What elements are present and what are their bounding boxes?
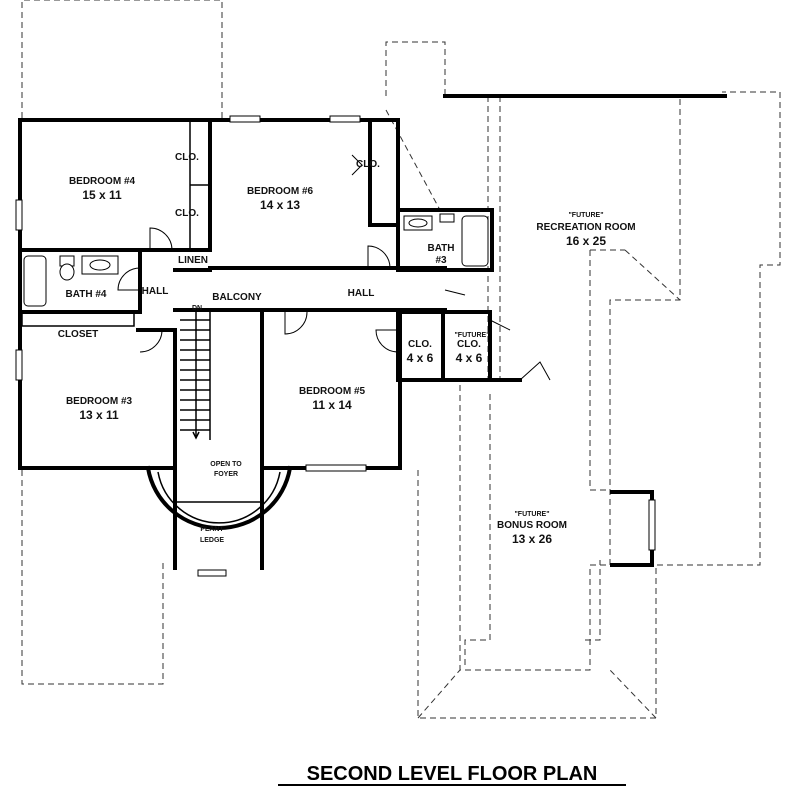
bedroom-6-size: 14 x 13 <box>260 198 300 212</box>
bath-3-name: BATH <box>427 243 454 254</box>
plant-ledge: PLANT LEDGE <box>200 526 224 544</box>
doors <box>117 154 551 381</box>
hall-right-label: HALL <box>348 288 375 299</box>
closet-left: CLO. 4 x 6 <box>407 339 434 365</box>
closet-right-future: "FUTURE" <box>454 332 489 339</box>
fixtures <box>23 213 489 307</box>
linen-label: LINEN <box>178 255 208 266</box>
recreation-name: RECREATION ROOM <box>536 222 635 233</box>
bedroom-5-name: BEDROOM #5 <box>299 386 366 397</box>
room-bedroom-4: BEDROOM #4 15 x 11 <box>69 176 136 202</box>
hall-left-label: HALL <box>142 286 169 297</box>
bedroom-5-size: 11 x 14 <box>312 398 352 412</box>
recreation-future: "FUTURE" <box>568 212 603 219</box>
roof-outlines <box>21 0 781 719</box>
closet-right-name: CLO. <box>457 339 481 350</box>
room-recreation: "FUTURE" RECREATION ROOM 16 x 25 <box>536 212 635 248</box>
stairs <box>180 312 211 440</box>
bath-3-num: #3 <box>435 255 447 266</box>
closet-bedroom-6: CLO. <box>356 159 380 170</box>
windows <box>15 115 656 551</box>
bonus-future: "FUTURE" <box>514 511 549 518</box>
open-to-foyer: OPEN TO FOYER <box>210 461 242 478</box>
balcony-label: BALCONY <box>212 292 262 303</box>
room-bedroom-5: BEDROOM #5 11 x 14 <box>299 386 366 412</box>
closet-right: "FUTURE" CLO. 4 x 6 <box>454 332 489 365</box>
bonus-name: BONUS ROOM <box>497 520 567 531</box>
open-to-foyer-line1: OPEN TO <box>210 461 242 468</box>
down-label: DN <box>192 305 202 312</box>
room-bedroom-6: BEDROOM #6 14 x 13 <box>247 186 314 212</box>
open-to-foyer-line2: FOYER <box>214 471 238 478</box>
walls <box>18 94 727 577</box>
bedroom-4-size: 15 x 11 <box>82 188 122 202</box>
closet-bedroom-4-top: CLO. <box>175 152 199 163</box>
plant-ledge-line2: LEDGE <box>200 537 224 544</box>
bedroom-3-size: 13 x 11 <box>79 408 119 422</box>
plant-ledge-line1: PLANT <box>200 526 224 533</box>
closet-left-size: 4 x 6 <box>407 351 434 365</box>
closet-right-size: 4 x 6 <box>456 351 483 365</box>
recreation-size: 16 x 25 <box>566 234 606 248</box>
room-bedroom-3: BEDROOM #3 13 x 11 <box>66 396 133 422</box>
bedroom-4-name: BEDROOM #4 <box>69 176 136 187</box>
bath-4-label: BATH #4 <box>66 289 107 300</box>
closet-label: CLOSET <box>58 329 99 340</box>
plan-title: SECOND LEVEL FLOOR PLAN <box>307 763 598 785</box>
bedroom-3-name: BEDROOM #3 <box>66 396 133 407</box>
room-bonus: "FUTURE" BONUS ROOM 13 x 26 <box>497 511 567 546</box>
closet-left-name: CLO. <box>408 339 432 350</box>
bedroom-6-name: BEDROOM #6 <box>247 186 314 197</box>
room-bath-3: BATH #3 <box>427 243 454 266</box>
bonus-size: 13 x 26 <box>512 532 552 546</box>
closet-bedroom-4-bottom: CLO. <box>175 208 199 219</box>
